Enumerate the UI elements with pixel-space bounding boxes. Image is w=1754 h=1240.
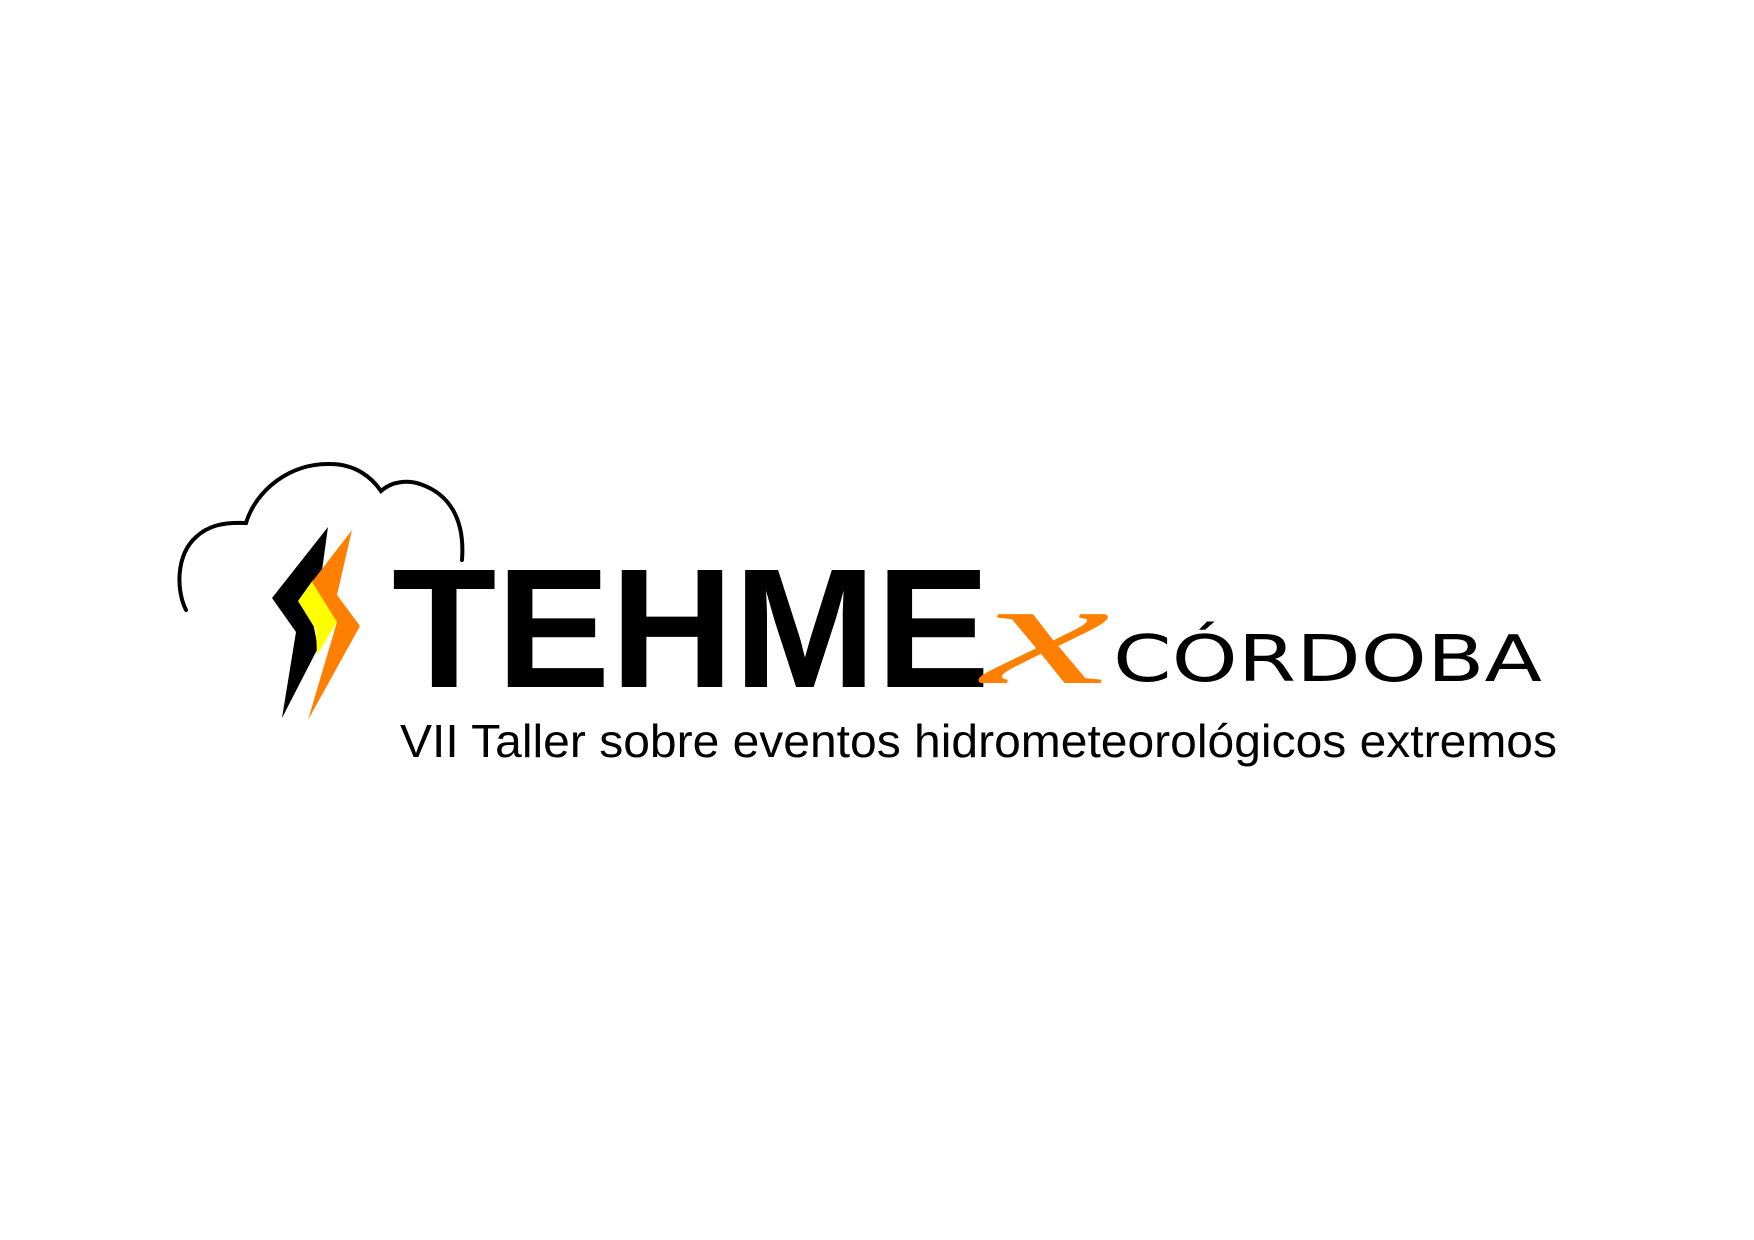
lightning-bolt-black-icon xyxy=(272,527,328,718)
wordmark-x: x xyxy=(978,550,1110,716)
cloud-outline-icon xyxy=(177,461,465,612)
lightning-bolt-orange-icon xyxy=(308,530,360,720)
subtitle: VII Taller sobre eventos hidrometeorológ… xyxy=(400,715,1557,767)
wordmark-tehme: TEHME xyxy=(392,534,990,724)
lightning-bolt-yellow-icon xyxy=(298,580,337,655)
city-name: CÓRDOBA xyxy=(1113,621,1542,697)
